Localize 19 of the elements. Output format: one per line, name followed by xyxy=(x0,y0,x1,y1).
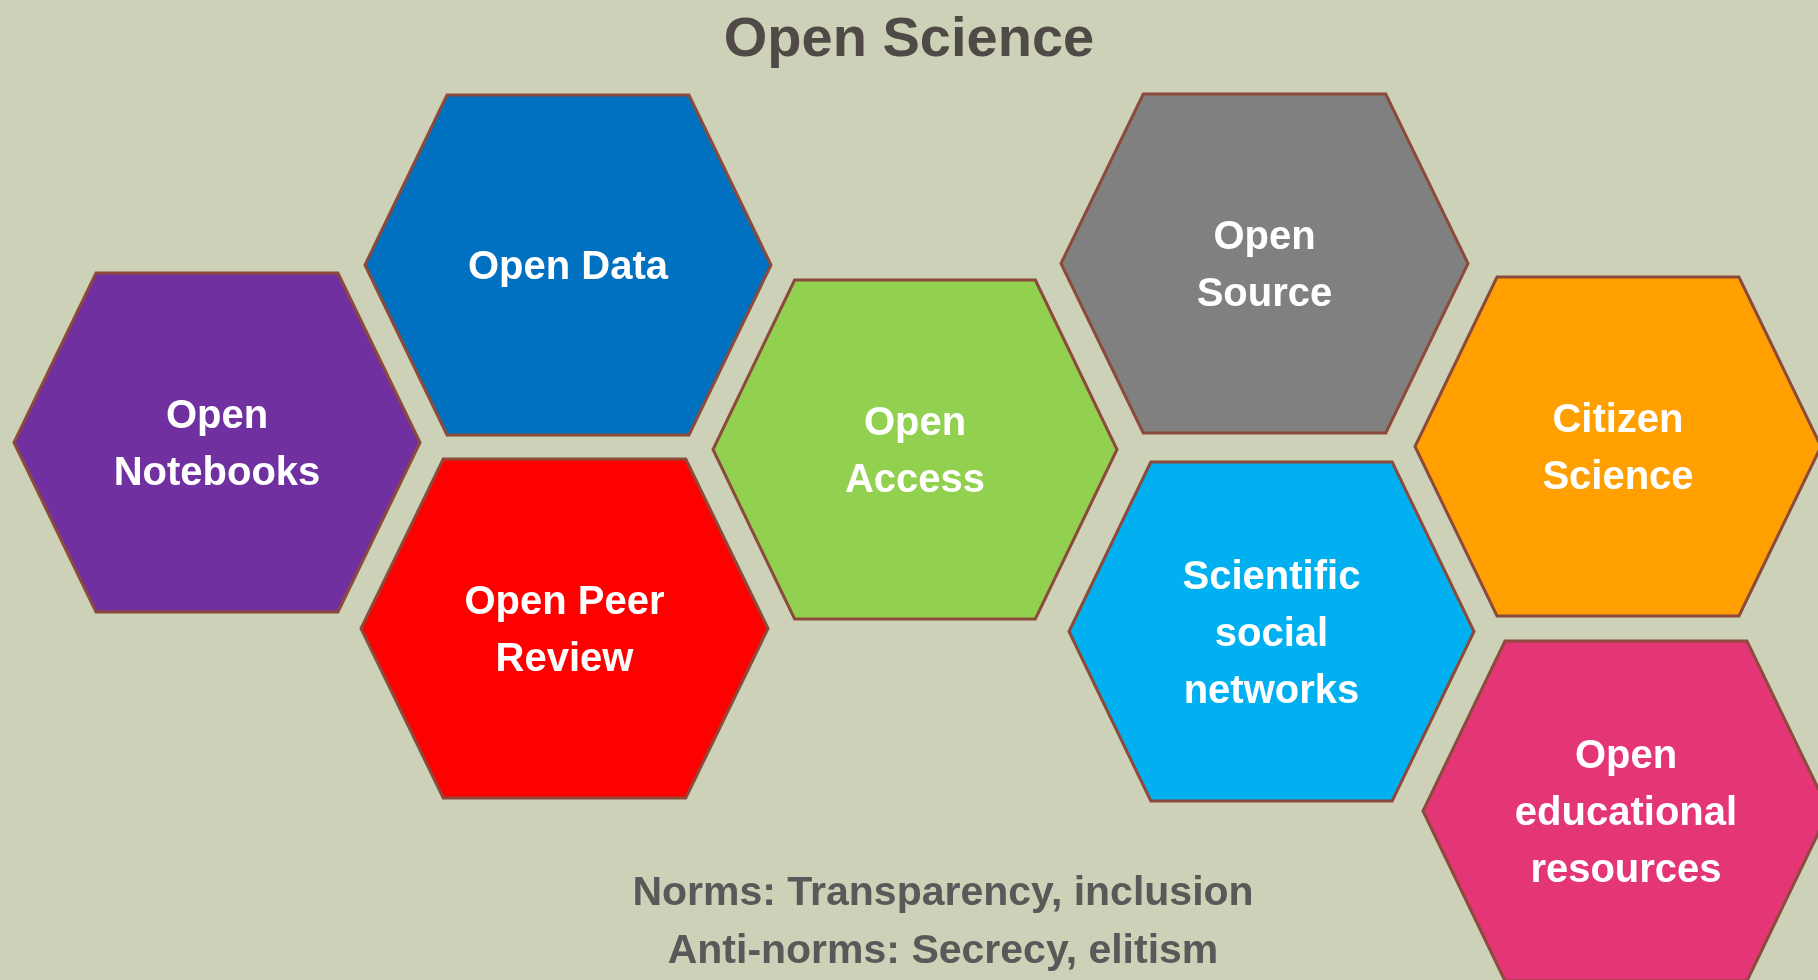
hexagon-tile xyxy=(711,278,1119,621)
hexagon-tile xyxy=(1067,460,1476,803)
tile-label: Scientific social networks xyxy=(1181,551,1362,712)
hexagon-tile xyxy=(1421,639,1818,980)
caption-text: Anti-norms: Secrecy, elitism xyxy=(667,926,1219,973)
tile-label: Open Access xyxy=(843,397,987,502)
hexagon-tile xyxy=(363,93,773,437)
hexagon-tile xyxy=(1413,275,1818,618)
diagram-title: Open Science xyxy=(723,4,1095,69)
tile-label: Citizen Science xyxy=(1541,394,1695,499)
hexagon-tile xyxy=(1059,92,1470,435)
tile-label: Open Notebooks xyxy=(112,390,322,495)
hexagon-tile xyxy=(12,271,422,614)
tile-label: Open educational resources xyxy=(1513,730,1739,892)
tile-label: Open Data xyxy=(466,241,670,289)
tile-label: Open Peer Review xyxy=(463,576,666,681)
caption-text: Norms: Transparency, inclusion xyxy=(632,868,1254,915)
hexagon-tile xyxy=(359,457,770,800)
tile-label: Open Source xyxy=(1195,211,1334,316)
